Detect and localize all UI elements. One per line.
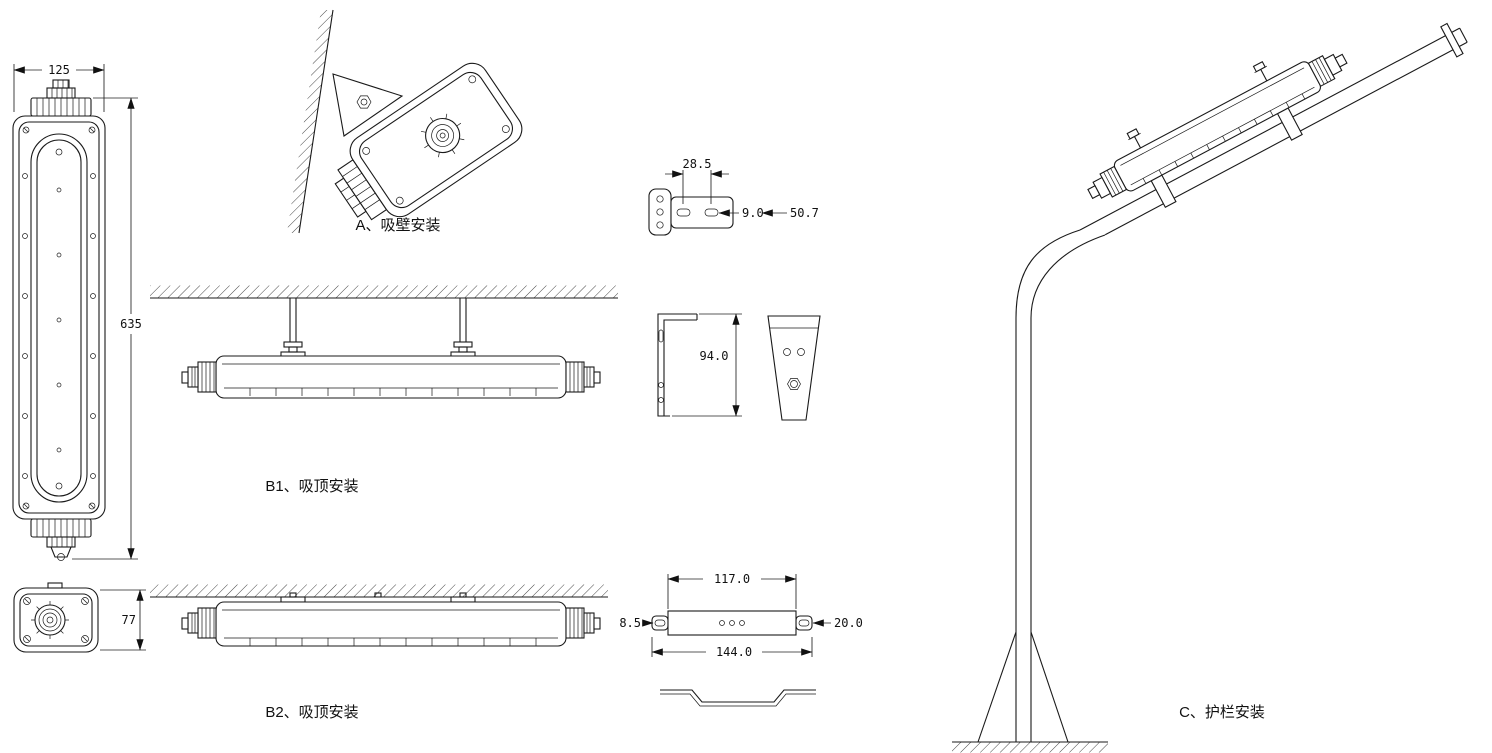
dim-9-0-label: 9.0 — [742, 206, 764, 220]
slot-1 — [676, 208, 691, 217]
front-dim-length: 635 — [72, 97, 142, 560]
wall-line — [298, 9, 334, 234]
fixture-b2-body — [215, 601, 567, 647]
dim-117-0-label: 117.0 — [714, 572, 750, 586]
mount-a-label: A、吸壁安装 — [355, 217, 440, 234]
wall-mount-fixture — [334, 62, 523, 221]
dim-slot-width: 8.5 — [619, 616, 654, 630]
wedge-bracket-front — [767, 315, 821, 421]
wall-bracket — [332, 73, 404, 137]
edge-bolts — [22, 173, 96, 479]
dim-635-label: 635 — [120, 317, 142, 331]
slot-right — [798, 619, 810, 627]
plate-right-tab — [795, 615, 813, 631]
wall-mount-view: A、吸壁安装 — [287, 9, 523, 234]
bracket-a-horizontal-plate — [670, 196, 734, 229]
fixture-bottom-nub — [46, 536, 76, 548]
bent-plate-profile — [660, 689, 816, 703]
fixture-body — [349, 62, 523, 218]
dim-overall: 144.0 — [651, 637, 813, 659]
cable-gland — [50, 546, 72, 558]
dim-8-5-label: 8.5 — [619, 616, 641, 630]
bracket-b1-dim-height: 94.0 — [672, 313, 742, 417]
mount-b1-label: B1、吸顶安装 — [265, 478, 358, 495]
fixture-top-tip — [52, 79, 70, 89]
mount-b2-label: B2、吸顶安装 — [265, 704, 358, 721]
arm-and-lamp — [1079, 22, 1468, 236]
bracket-a-dim-length: 50.7 — [761, 206, 819, 220]
lens-outer — [30, 133, 88, 503]
end-dim-height: 77 — [100, 589, 146, 651]
dim-28-5-label: 28.5 — [683, 157, 712, 171]
dim-77-label: 77 — [122, 613, 136, 627]
end-view: 77 — [13, 582, 146, 653]
end-cap-left — [197, 361, 217, 393]
bolt-right — [1260, 69, 1268, 82]
mount-tab-left — [280, 596, 306, 603]
front-dim-width: 125 — [13, 63, 105, 112]
dim-20-0-label: 20.0 — [834, 616, 863, 630]
end-cap-left — [197, 607, 217, 639]
pole-mount-view: C、护栏安装 — [952, 22, 1468, 753]
ceiling-mount-b2-view: B2、吸顶安装 — [150, 584, 608, 721]
dim-end-width: 20.0 — [812, 616, 863, 630]
ceiling-hatch-b1 — [150, 285, 618, 298]
lens-inner — [36, 139, 82, 497]
ceiling-hatch-b2 — [150, 584, 608, 597]
mount-tab-right — [450, 596, 476, 603]
arm-upper-line — [1079, 27, 1460, 231]
pole-bend-outer — [1015, 229, 1081, 319]
clamp-left — [1150, 174, 1177, 209]
hanger-right — [450, 298, 476, 358]
bracket-b1-detail: 94.0 — [657, 313, 821, 421]
clamp-right — [1276, 107, 1303, 141]
hex-bolt — [356, 95, 372, 109]
mount-c-label: C、护栏安装 — [1179, 704, 1265, 721]
fixture-b1-body — [215, 355, 567, 399]
slot-2 — [704, 208, 719, 217]
hanger-left — [280, 298, 306, 358]
ceiling-mount-b1-view: B1、吸顶安装 — [150, 285, 618, 495]
bracket-b2-detail: 117.0 144.0 8.5 20.0 — [619, 572, 863, 707]
arm-tip-tab — [1440, 22, 1464, 58]
slot-left — [654, 619, 666, 627]
bracket-a-detail: 28.5 9.0 50.7 — [648, 157, 819, 236]
ground-hatch — [952, 742, 1108, 753]
bracket-a-dim-slot: 9.0 — [718, 206, 764, 220]
end-cap-right — [565, 607, 585, 639]
plate-body — [667, 610, 797, 636]
wall-hatch — [287, 10, 333, 233]
fixture-top-nub — [46, 87, 76, 99]
dim-144-0-label: 144.0 — [716, 645, 752, 659]
dim-50-7-label: 50.7 — [790, 206, 819, 220]
mount-screw-center — [374, 592, 382, 598]
end-view-top-tab — [47, 582, 63, 589]
fixture-body-outline — [12, 115, 106, 520]
bolt-left — [1133, 136, 1142, 149]
plate-left-tab — [651, 615, 669, 631]
pole-bend-inner — [1030, 234, 1106, 319]
end-cap-right — [565, 361, 585, 393]
front-view: 125 635 — [12, 63, 142, 561]
dim-94-0-label: 94.0 — [700, 349, 729, 363]
hex-nut — [787, 378, 801, 390]
dim-125-label: 125 — [48, 63, 70, 77]
bracket-a-dim-spacing: 28.5 — [665, 157, 729, 204]
dim-inner-span: 117.0 — [667, 572, 797, 609]
